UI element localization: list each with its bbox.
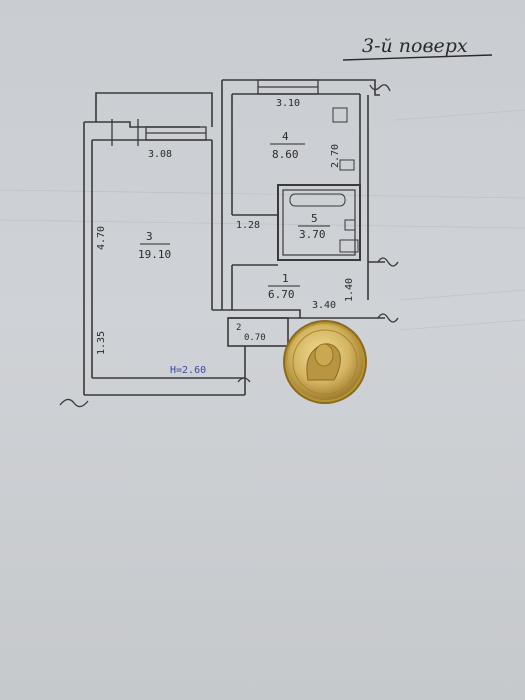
paper-faint-lines: [0, 109, 525, 331]
room-2-area: 0.70: [244, 333, 266, 343]
fixtures: [289, 107, 359, 253]
dim-hall-right: 1.40: [344, 278, 355, 302]
stove-icon: [332, 107, 348, 123]
floor-note: 3-й поверх: [362, 35, 468, 57]
room-2-number: 2: [236, 323, 241, 333]
room-4-area: 8.60: [272, 148, 299, 161]
dim-room3-left-lower: 1.35: [96, 331, 107, 355]
room-5-number: 5: [311, 212, 318, 225]
break-marks: [59, 84, 399, 408]
room-5-area: 3.70: [299, 228, 326, 241]
dim-room3-left: 4.70: [96, 226, 107, 250]
room-4-number: 4: [282, 130, 289, 143]
dim-room3-top: 3.08: [148, 149, 172, 160]
dim-kitchen-right: 2.70: [330, 144, 341, 168]
room-labels: 3 19.10 4 8.60 5 3.70 1 6.70 2 0.70: [138, 130, 330, 343]
room-1-area: 6.70: [268, 288, 295, 301]
floor-note-underline: [342, 54, 493, 61]
bathtub-icon: [289, 193, 346, 207]
dim-hall-bottom: 3.40: [312, 300, 336, 311]
sink-icon: [339, 159, 355, 171]
windows: [111, 79, 319, 146]
washbasin-icon: [344, 219, 356, 231]
dim-bath-left: 1.28: [236, 220, 260, 231]
room-1-number: 1: [282, 272, 289, 285]
dim-kitchen-top: 3.10: [276, 98, 300, 109]
toilet-icon: [339, 239, 359, 253]
room-3-area: 19.10: [138, 248, 171, 261]
coin: [283, 320, 367, 404]
room-3-number: 3: [146, 230, 153, 243]
dimension-labels: 3.10 3.08 4.70 1.35 2.70 1.28 3.40 1.40: [96, 98, 355, 355]
height-note: H=2.60: [170, 365, 206, 376]
